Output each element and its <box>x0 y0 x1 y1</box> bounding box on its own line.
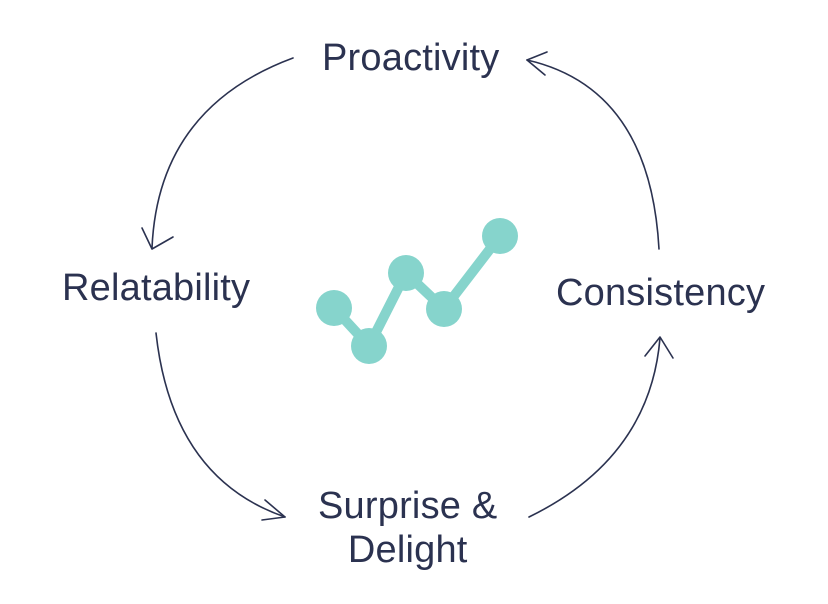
arrowhead-icon <box>141 227 174 250</box>
trend-line-icon <box>316 218 518 364</box>
arrowhead-icon <box>644 336 674 359</box>
node-surprise-line1: Surprise & <box>318 485 498 527</box>
arrow-proactivity-to-relatability <box>151 57 294 249</box>
node-relatability: Relatability <box>62 267 251 309</box>
arrowhead-icon <box>526 51 548 76</box>
node-surprise-delight: Surprise & Delight <box>318 484 497 572</box>
arrow-relatability-to-surprise <box>155 332 286 518</box>
node-proactivity: Proactivity <box>322 37 500 79</box>
node-consistency: Consistency <box>556 272 766 314</box>
node-surprise-line2: Delight <box>347 529 468 571</box>
arrow-surprise-to-consistency <box>528 337 661 518</box>
arrowhead-icon <box>261 499 286 521</box>
arrow-consistency-to-proactivity <box>526 59 660 250</box>
